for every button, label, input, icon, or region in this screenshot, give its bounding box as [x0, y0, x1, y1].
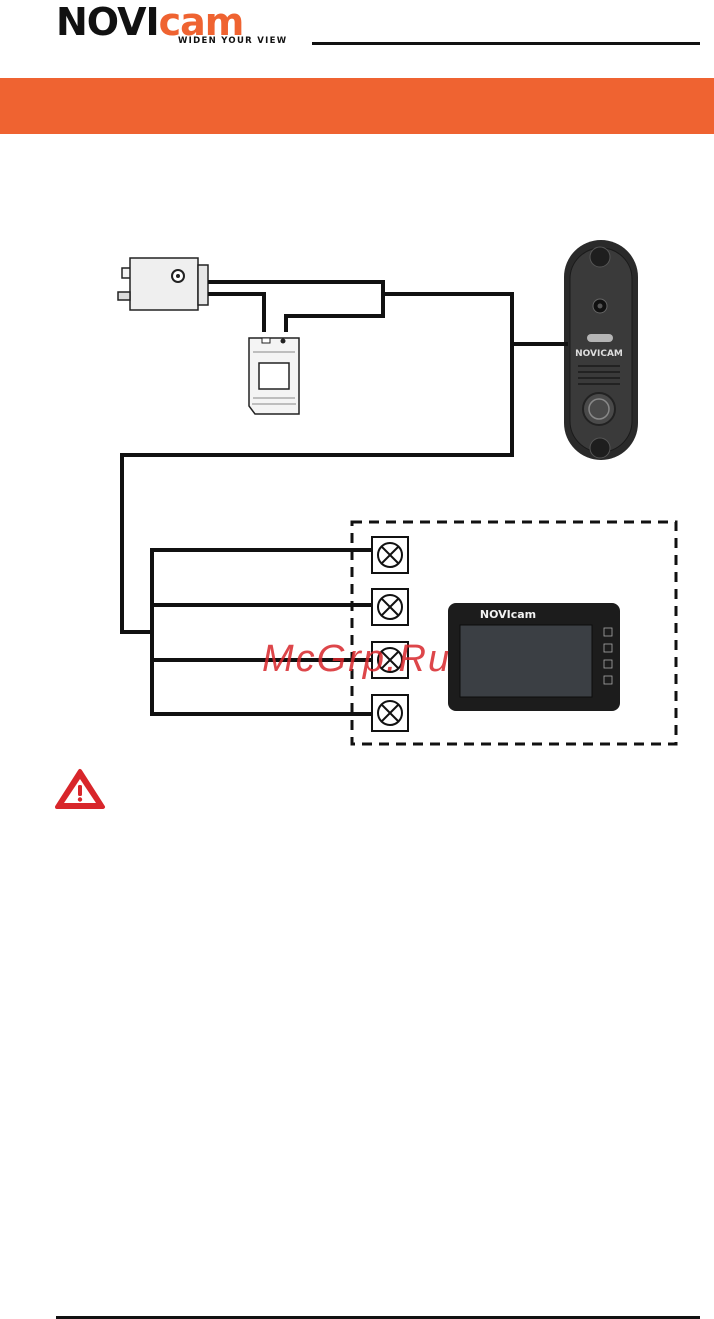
cctv-camera: [118, 258, 208, 310]
logo-tagline: WIDEN YOUR VIEW: [178, 36, 287, 46]
terminal-lamp-1: [372, 537, 408, 573]
panel-logo: NOVICAM: [575, 349, 623, 359]
logo-wordmark: NOVIcam: [56, 2, 306, 36]
outdoor-call-panel: NOVICAM: [564, 240, 638, 460]
logo-left: NOVI: [56, 0, 159, 44]
indoor-monitor: NOVIcam: [448, 603, 620, 711]
terminal-lamp-2: [372, 589, 408, 625]
section-header-band: [0, 78, 714, 134]
power-supply: [249, 338, 299, 414]
novicam-logo: NOVIcam WIDEN YOUR VIEW: [56, 2, 306, 48]
warning-triangle-icon: [54, 768, 106, 810]
terminal-lamp-4: [372, 695, 408, 731]
header-rule: [312, 42, 700, 45]
monitor-logo: NOVIcam: [480, 608, 536, 621]
watermark: McGrp.Ru: [262, 638, 451, 681]
terminal-lamps: [372, 537, 408, 731]
